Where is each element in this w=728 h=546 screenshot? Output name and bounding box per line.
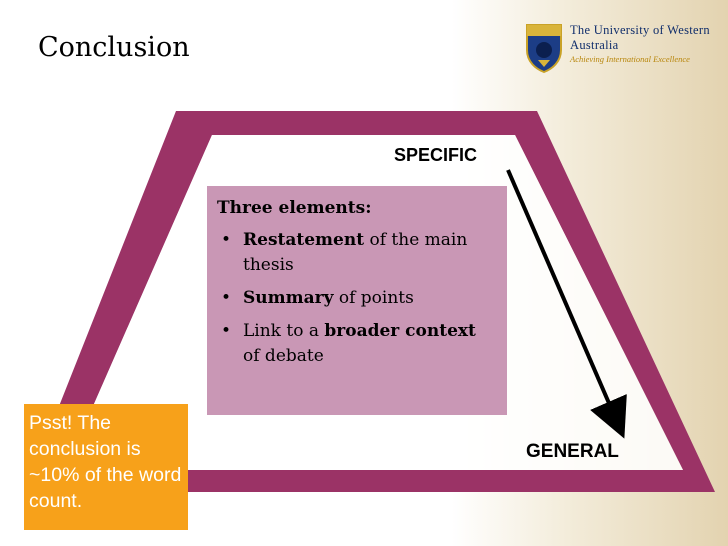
university-tagline: Achieving International Excellence (570, 54, 690, 64)
elements-list: Restatement of the main thesis Summary o… (217, 228, 497, 369)
list-item: Restatement of the main thesis (217, 228, 497, 278)
crest-icon (526, 24, 562, 74)
university-name: The University of Western Australia (570, 23, 710, 52)
specific-to-general-arrow (506, 169, 627, 439)
slide-title: Conclusion (38, 32, 190, 63)
list-item: Link to a broader context of debate (217, 319, 497, 369)
three-elements-box: Three elements: Restatement of the main … (207, 186, 507, 415)
list-item: Summary of points (217, 286, 497, 311)
university-logo: The University of Western Australia Achi… (524, 20, 710, 82)
word-count-note: Psst! The conclusion is ~10% of the word… (24, 404, 188, 530)
elements-heading: Three elements: (217, 198, 372, 218)
specific-label: SPECIFIC (394, 145, 478, 165)
general-label: GENERAL (526, 441, 619, 462)
